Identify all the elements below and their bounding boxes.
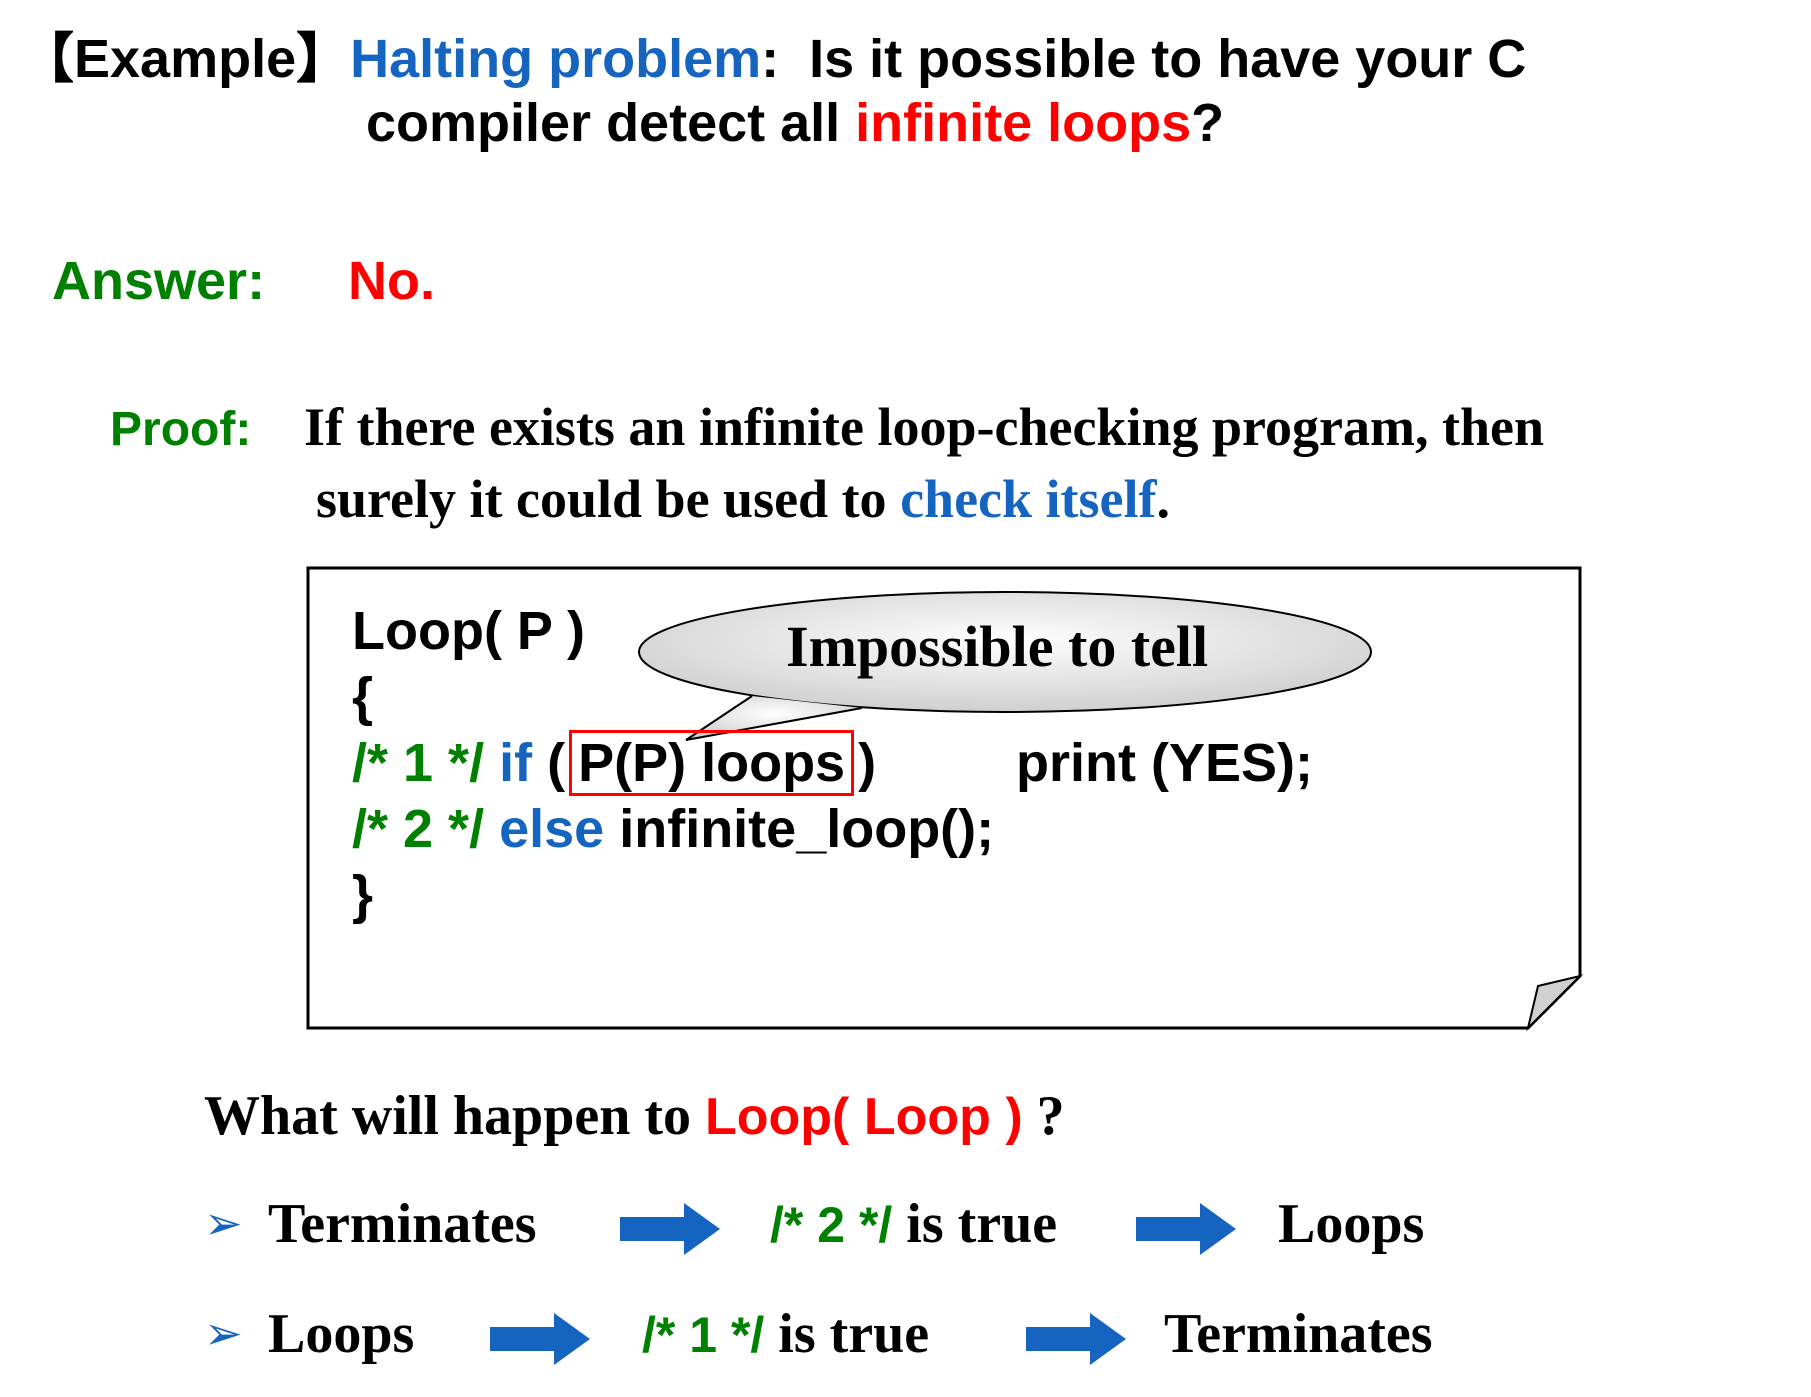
proof-label: Proof: [110, 403, 252, 456]
code-line2-comment: /* 2 */ [352, 799, 485, 859]
case2-mid-text: is true [764, 1303, 930, 1365]
callout-text: Impossible to tell [786, 614, 1209, 679]
proof-line2: surely it could be used to check itself. [316, 468, 1170, 530]
code-line1-keyword: if [499, 733, 533, 793]
code-line1: /* 1 */ if (P(P) loops) [352, 730, 876, 796]
question-suffix: ? [1022, 1085, 1065, 1147]
code-open-brace: { [352, 667, 374, 727]
case2-arrow1-icon [490, 1313, 590, 1365]
code-line2-keyword: else [499, 799, 605, 859]
case1-middle: /* 2 */ is true [770, 1192, 1057, 1257]
title-bracket-open: 【 [20, 29, 74, 89]
code-box-corner-fold [1526, 974, 1584, 1032]
title-colon: : [761, 29, 780, 89]
case1-bullet-icon: ➢ [204, 1198, 243, 1249]
title-question-line2-b: infinite loops [855, 93, 1192, 153]
case1-mid-comment: /* 2 */ [770, 1197, 893, 1253]
proof-line2-c: . [1156, 469, 1170, 529]
proof-line1: If there exists an infinite loop-checkin… [304, 397, 1544, 457]
question-line: What will happen to Loop( Loop ) ? [204, 1084, 1065, 1149]
case1-arrow1-icon [620, 1203, 720, 1255]
title-question-line2-c: ? [1191, 93, 1225, 153]
code-close-brace: } [352, 865, 374, 925]
proof-line2-a: surely it could be used to [316, 469, 901, 529]
case2-bullet-icon: ➢ [204, 1308, 243, 1359]
callout-balloon [638, 591, 1372, 741]
case1-mid-text: is true [892, 1193, 1058, 1255]
code-line1-paren-open: ( [547, 733, 566, 793]
code-line1-condition: P(P) loops [569, 730, 855, 796]
slide-title: 【Example】Halting problem: Is it possible… [20, 28, 1526, 90]
code-line1-comment: /* 1 */ [352, 733, 485, 793]
answer-value: No. [348, 251, 435, 311]
code-line2-action: infinite_loop(); [619, 799, 995, 859]
code-line2: /* 2 */ else infinite_loop(); [352, 796, 994, 862]
slide-title-line2: compiler detect all infinite loops? [366, 92, 1224, 154]
case1-start: Terminates [268, 1193, 537, 1255]
code-header: Loop( P ) [352, 601, 585, 661]
question-subject: Loop( Loop ) [705, 1088, 1023, 1146]
case2-arrow2-icon [1026, 1313, 1126, 1365]
case2-middle: /* 1 */ is true [642, 1302, 929, 1367]
code-line1-paren-close: ) [858, 733, 877, 793]
answer-row: Answer: [52, 250, 265, 312]
code-line1-action: print (YES); [1016, 733, 1313, 793]
proof-line2-b: check itself [900, 469, 1157, 529]
case2-mid-comment: /* 1 */ [642, 1307, 765, 1363]
case1-end: Loops [1278, 1193, 1425, 1255]
title-bracket-close: 】 [296, 29, 351, 89]
case2-start: Loops [268, 1303, 415, 1365]
case2-end: Terminates [1164, 1303, 1433, 1365]
title-tag: Example [74, 29, 297, 89]
title-question-line2-a: compiler detect all [366, 93, 856, 153]
case1-arrow2-icon [1136, 1203, 1236, 1255]
title-topic: Halting problem [350, 29, 762, 89]
answer-label: Answer: [52, 251, 266, 311]
title-question-line1: Is it possible to have your C [809, 29, 1527, 89]
question-prefix: What will happen to [204, 1085, 705, 1147]
